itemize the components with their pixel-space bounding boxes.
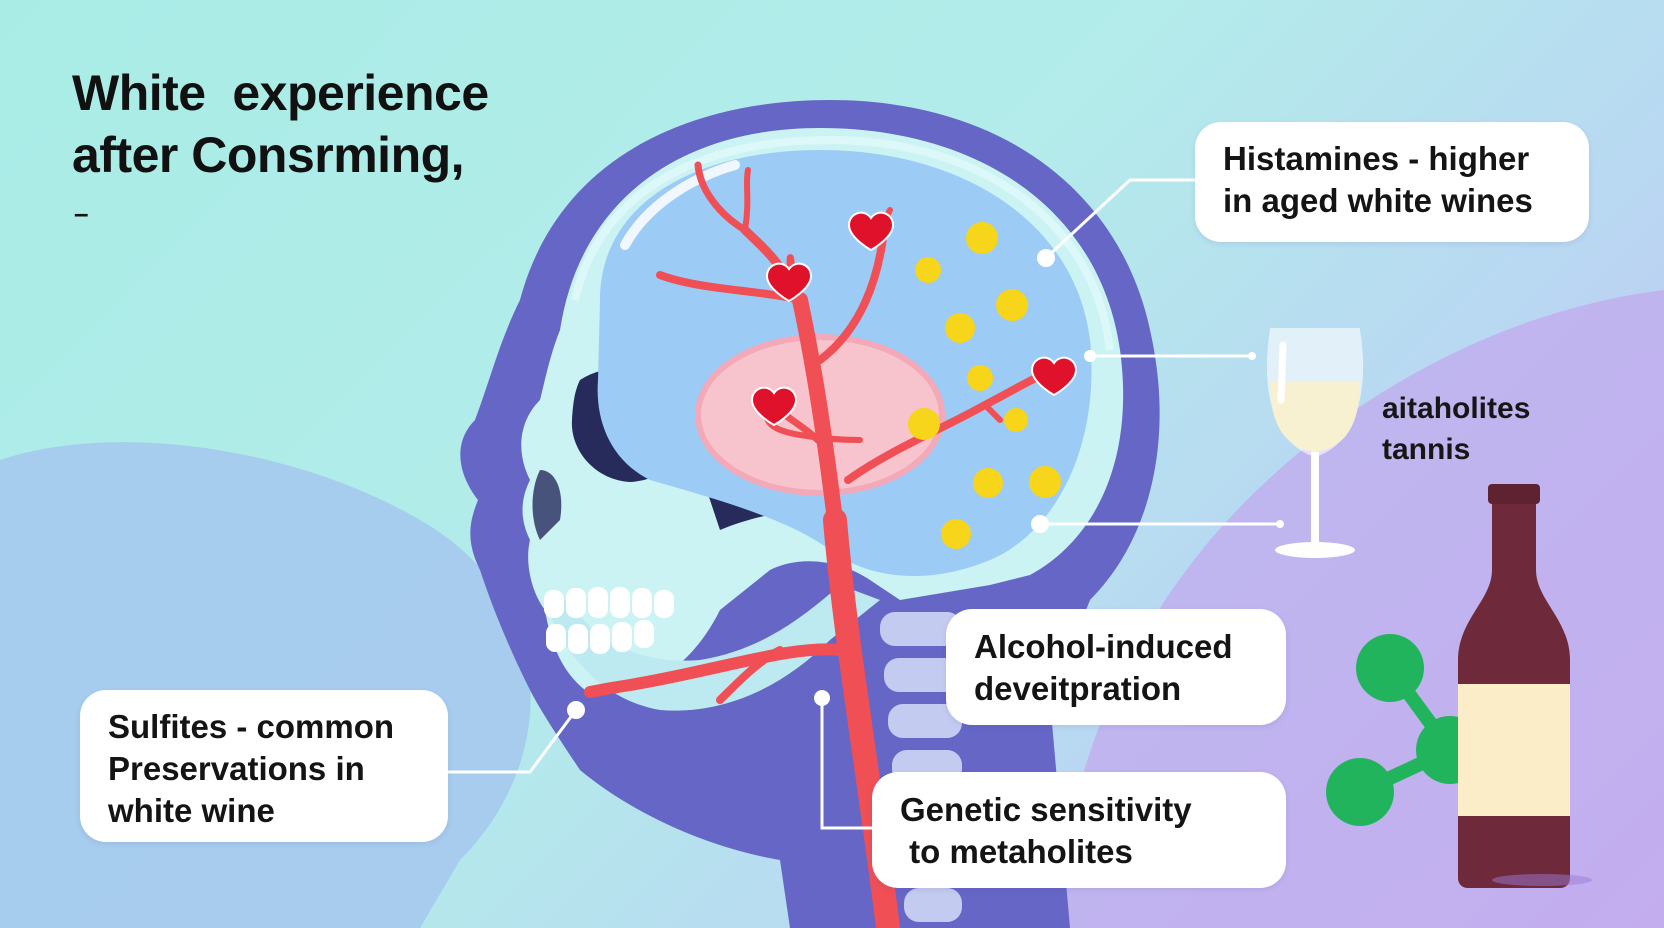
- callout-sulfites: Sulfites - common Preservations in white…: [80, 690, 448, 842]
- title-line-2: after Consrming,: [72, 127, 465, 183]
- connector-dots: [567, 249, 1284, 719]
- callout-alcohol-line-2: deveitpration: [974, 670, 1182, 707]
- callout-sulfites-line-3: white wine: [108, 792, 275, 829]
- callout-sulfites-line-2: Preservations in: [108, 750, 365, 787]
- skull-rim: [571, 135, 1114, 351]
- wine-glass-icon: [1267, 328, 1363, 558]
- side-label-metabolites: aitaholites tannis: [1382, 388, 1530, 470]
- heart-icon: [847, 211, 895, 252]
- side-label-line-2: tannis: [1382, 433, 1471, 466]
- callout-histamines: Histamines - higher in aged white wines: [1195, 122, 1589, 242]
- brain-highlight: [620, 160, 740, 250]
- callout-sulfites-line-1: Sulfites - common: [108, 708, 395, 745]
- heart-icon: [1030, 356, 1078, 397]
- callout-histamines-line-2: in aged white wines: [1223, 182, 1533, 219]
- callout-genetic: Genetic sensitivity to metaholites: [872, 772, 1286, 888]
- nasal-cavity: [532, 470, 562, 540]
- wine-bottle-icon: [1458, 484, 1592, 888]
- heart-icon: [765, 262, 813, 303]
- page-title: White experience after Consrming,: [72, 62, 489, 186]
- callout-histamines-line-1: Histamines - higher: [1223, 140, 1530, 177]
- teeth: [544, 587, 674, 654]
- background-blob-left: [0, 442, 531, 928]
- heart-icon: [750, 386, 798, 427]
- heart-icons: [750, 211, 1078, 427]
- histamine-dots: [908, 222, 1061, 549]
- connector-lines: [448, 178, 1280, 830]
- callout-genetic-line-1: Genetic sensitivity: [900, 791, 1192, 828]
- side-label-line-1: aitaholites: [1382, 392, 1531, 425]
- callout-genetic-line-2: to metaholites: [900, 833, 1133, 870]
- title-line-1: White experience: [72, 65, 489, 121]
- callout-alcohol-line-1: Alcohol-induced: [974, 628, 1233, 665]
- title-dash: –: [74, 198, 89, 228]
- callout-alcohol: Alcohol-induced deveitpration: [946, 609, 1286, 725]
